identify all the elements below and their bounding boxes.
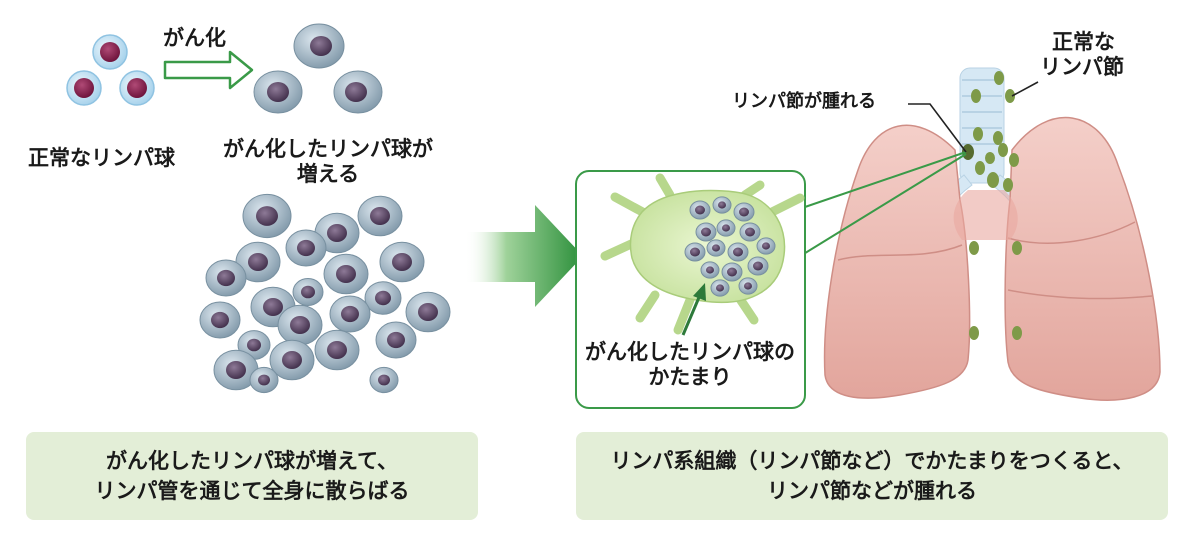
cancer-cell <box>405 291 451 333</box>
cancer-lymphocytes-many <box>199 193 451 394</box>
cell-cluster <box>600 173 805 335</box>
cancer-cell <box>357 195 403 237</box>
cancer-cell <box>747 256 769 276</box>
caption-left: がん化したリンパ球が増えて、 リンパ管を通じて全身に散らばる <box>26 432 478 520</box>
cancer-cell <box>727 242 749 262</box>
caption-right-line2: リンパ節などが腫れる <box>766 479 977 503</box>
swollen-node-leader <box>908 103 967 153</box>
pointer-arrow-icon <box>693 283 706 301</box>
label-cancer-cells: がん化したリンパ球が 増える <box>212 137 444 187</box>
cancer-cell <box>364 281 402 315</box>
cancer-cell <box>269 339 315 381</box>
label-normal-cells: 正常なリンパ球 <box>28 146 175 170</box>
normal-lymphocytes <box>66 34 155 106</box>
caption-left-line2: リンパ管を通じて全身に散らばる <box>94 479 410 503</box>
cancer-cell <box>314 329 360 371</box>
cancer-cell <box>242 193 292 239</box>
label-cluster-line2: かたまり <box>648 365 732 390</box>
label-normal-node-line1: 正常な <box>1052 30 1115 54</box>
cancer-cell <box>716 219 736 237</box>
cancer-cell <box>738 277 758 295</box>
cancer-cell <box>721 262 743 282</box>
cancer-cell <box>756 237 776 255</box>
cancer-cell <box>369 366 399 394</box>
left-lung <box>823 124 971 399</box>
cancer-cell <box>323 253 369 295</box>
label-normal-node-line2: リンパ節 <box>1040 55 1124 80</box>
cancer-cell <box>710 279 730 297</box>
caption-right: リンパ系組織（リンパ節など）でかたまりをつくると、 リンパ節などが腫れる <box>576 432 1168 520</box>
label-cluster-line1: がん化したリンパ球の <box>585 340 795 364</box>
cancer-cell <box>689 200 711 220</box>
cancer-cell <box>285 229 327 267</box>
cancer-cell <box>375 321 417 359</box>
label-swollen-node: リンパ節が腫れる <box>732 91 876 112</box>
cancer-cell <box>329 295 371 333</box>
cancer-cell <box>249 366 279 394</box>
callout-lines <box>801 151 967 256</box>
label-transform: がん化 <box>163 26 226 50</box>
cancer-cell <box>292 278 324 306</box>
label-cancer-cells-line2: 増える <box>296 162 360 187</box>
cancer-cell <box>695 222 717 242</box>
cancer-cell <box>684 242 706 262</box>
label-normal-node: 正常な リンパ節 <box>1040 30 1124 80</box>
big-arrow-icon <box>465 205 583 307</box>
cancer-cell <box>739 222 761 242</box>
cancer-cell <box>205 259 247 297</box>
cancer-cell <box>712 196 732 214</box>
caption-right-line1: リンパ系組織（リンパ節など）でかたまりをつくると、 <box>610 448 1134 473</box>
right-lung <box>1004 116 1161 401</box>
cancer-cell <box>213 349 259 391</box>
cancer-cell <box>199 301 241 339</box>
normal-node-leader <box>1011 81 1039 97</box>
cancer-cell <box>706 239 726 257</box>
label-cancer-cells-line1: がん化したリンパ球が <box>223 137 433 161</box>
cancer-cell <box>700 261 720 279</box>
cancer-lymphocytes-few <box>253 23 383 114</box>
lymph-nodes <box>962 71 1022 340</box>
transform-arrow-icon <box>163 50 254 90</box>
caption-left-line1: がん化したリンパ球が増えて、 <box>106 448 398 473</box>
cancer-cell <box>733 202 755 222</box>
label-cluster: がん化したリンパ球の かたまり <box>585 340 795 390</box>
cancer-cell <box>379 241 425 283</box>
